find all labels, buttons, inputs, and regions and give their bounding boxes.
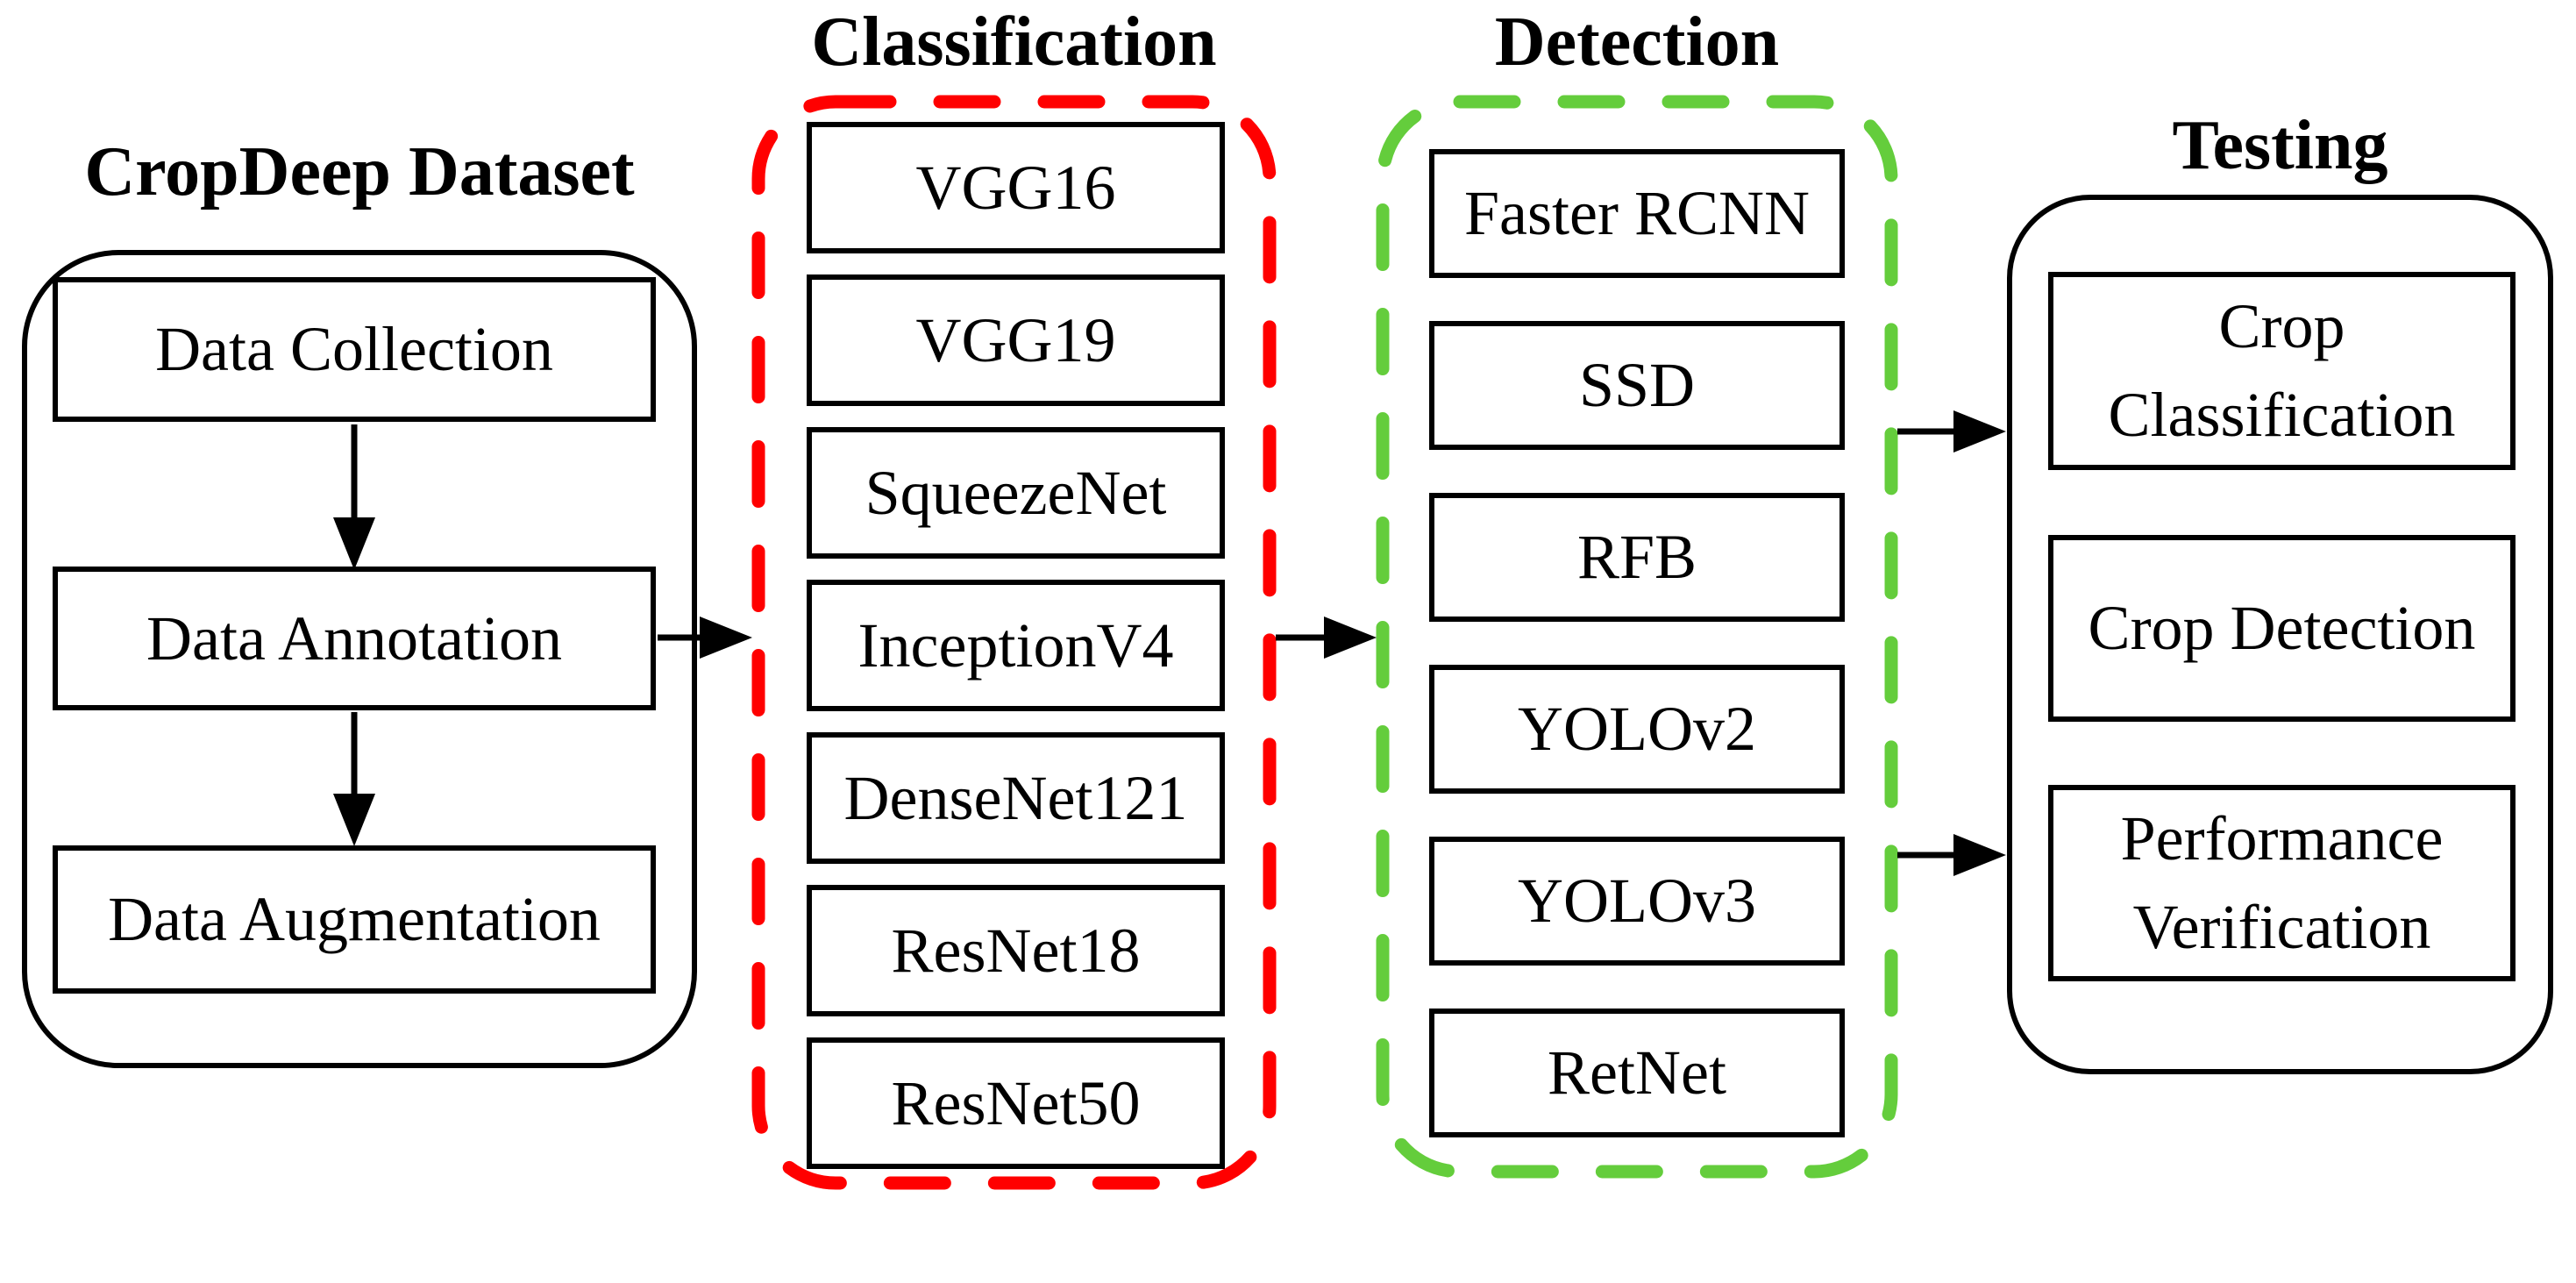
arrowhead-detection-to-testing-lower — [1953, 834, 2006, 876]
dataset-panel-title: CropDeep Dataset — [84, 133, 635, 210]
classification-group-title: Classification — [811, 4, 1217, 81]
output-crop-classification: Crop Classification — [2048, 272, 2516, 470]
detection-group-title: Detection — [1494, 4, 1780, 81]
output-performance-verification: Performance Verification — [2048, 785, 2516, 981]
model-vgg19: VGG19 — [807, 274, 1225, 406]
model-densenet121: DenseNet121 — [807, 732, 1225, 864]
model-vgg16: VGG16 — [807, 122, 1225, 253]
model-rfb: RFB — [1429, 493, 1845, 622]
step-data-augmentation: Data Augmentation — [53, 845, 656, 994]
model-resnet18: ResNet18 — [807, 885, 1225, 1016]
model-yolov2: YOLOv2 — [1429, 665, 1845, 794]
model-resnet50: ResNet50 — [807, 1037, 1225, 1169]
model-retnet: RetNet — [1429, 1009, 1845, 1137]
arrowhead-dataset-to-classification — [700, 617, 752, 659]
model-squeezenet: SqueezeNet — [807, 427, 1225, 559]
testing-panel-title: Testing — [2172, 107, 2388, 184]
model-ssd: SSD — [1429, 321, 1845, 450]
step-data-annotation: Data Annotation — [53, 567, 656, 710]
model-inceptionv4: InceptionV4 — [807, 580, 1225, 711]
model-yolov3: YOLOv3 — [1429, 837, 1845, 966]
step-data-collection: Data Collection — [53, 277, 656, 422]
arrowhead-classification-to-detection — [1324, 617, 1377, 659]
model-faster-rcnn: Faster RCNN — [1429, 149, 1845, 278]
output-crop-detection: Crop Detection — [2048, 535, 2516, 722]
arrowhead-detection-to-testing-upper — [1953, 410, 2006, 453]
